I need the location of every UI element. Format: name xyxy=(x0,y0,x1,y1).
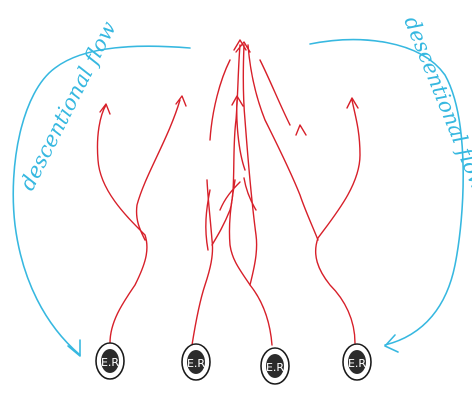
receptor-3-label: E.R xyxy=(266,361,284,374)
receptor-4-label: E.R xyxy=(348,357,366,370)
receptor-4: E.R xyxy=(343,344,371,380)
receptor-1: E.R xyxy=(96,343,124,379)
receptor-2: E.R xyxy=(182,344,210,380)
left-descending-flow-arrow xyxy=(13,46,190,356)
receptor-2-label: E.R xyxy=(187,357,205,370)
right-flow-label: descentional flow xyxy=(399,13,472,195)
receptor-3: E.R xyxy=(261,348,289,384)
receptor-1-label: E.R xyxy=(101,356,119,369)
vessel-network xyxy=(97,40,360,345)
